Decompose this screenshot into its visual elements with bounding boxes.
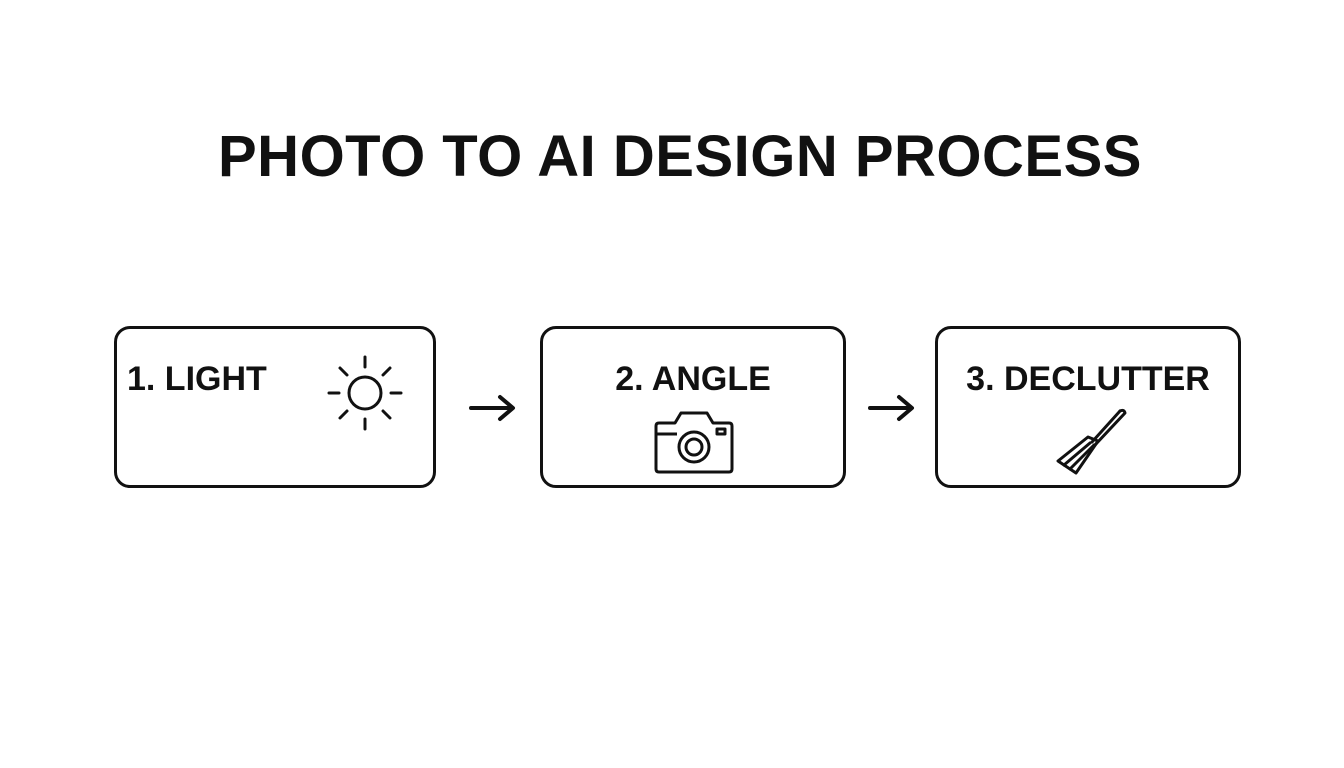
- diagram-title: PHOTO TO AI DESIGN PROCESS: [218, 124, 1142, 189]
- step-declutter-label: 3. DECLUTTER: [966, 360, 1210, 398]
- step-declutter: 3. DECLUTTER: [935, 326, 1241, 488]
- step-angle: 2. ANGLE: [540, 326, 846, 488]
- camera-icon: [653, 407, 735, 475]
- arrow-right-icon: [468, 392, 518, 429]
- arrow-right-icon: [867, 392, 917, 429]
- broom-icon: [1050, 405, 1130, 477]
- step-angle-label: 2. ANGLE: [615, 360, 771, 398]
- step-light: 1. LIGHT: [114, 326, 436, 488]
- sun-icon: [325, 353, 405, 433]
- step-light-label: 1. LIGHT: [127, 360, 267, 398]
